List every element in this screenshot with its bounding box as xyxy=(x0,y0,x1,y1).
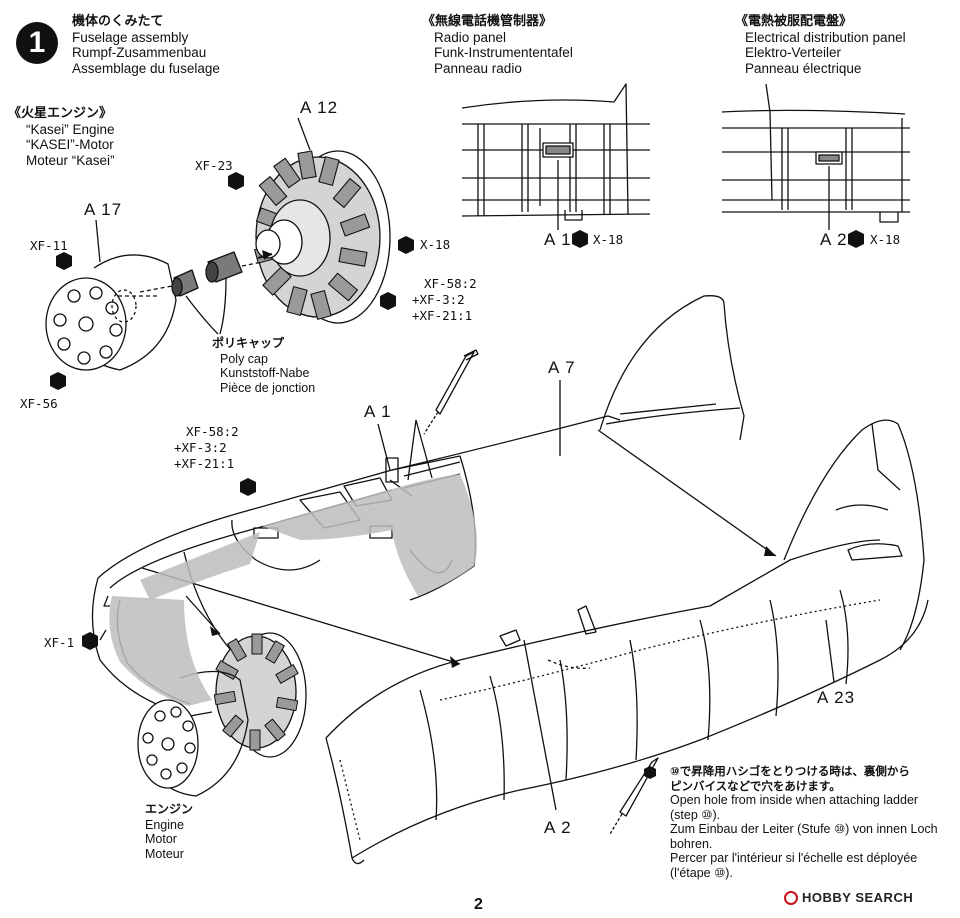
electrical-panel-fr: Panneau électrique xyxy=(745,60,862,76)
part-a17-label: A 17 xyxy=(84,200,123,219)
ladder-note-en1: Open hole from inside when attaching lad… xyxy=(670,793,919,807)
engine-bottom-fr: Moteur xyxy=(145,846,184,861)
ladder-note-jp2: ピンバイスなどで穴をあけます。 xyxy=(670,778,841,793)
step-title-block: 機体のくみたて Fuselage assembly Rumpf-Zusammen… xyxy=(72,14,220,76)
assembly-arrow-1 xyxy=(141,567,461,665)
electrical-panel-paint: X-18 xyxy=(870,232,901,247)
polycap-caption: ポリキャップ Poly cap Kunststoff-Nabe Pièce de… xyxy=(212,336,315,395)
step-title-jp: 機体のくみたて xyxy=(72,14,164,29)
engine-bottom-drawing xyxy=(213,632,307,758)
watermark-text: HOBBY SEARCH xyxy=(802,890,914,905)
assembly-arrow-3 xyxy=(185,595,221,635)
electrical-panel-drawing xyxy=(721,83,910,223)
radio-panel-de: Funk-Instrumententafel xyxy=(434,45,573,60)
radio-panel-fr: Panneau radio xyxy=(434,60,522,76)
engine-mix-line1: XF-58:2 xyxy=(424,276,477,291)
radio-panel-caption: 《無線電話機管制器》 Radio panel Funk-Instrumenten… xyxy=(422,14,573,76)
cowling-a17-drawing xyxy=(45,254,177,371)
ladder-note-fr2: (l'étape ⑩). xyxy=(670,865,733,880)
a2-leader xyxy=(523,639,557,811)
radio-panel-title-jp: 《無線電話機管制器》 xyxy=(422,14,553,29)
watermark-logo-icon xyxy=(784,890,798,905)
paint-xf11: XF-11 xyxy=(30,238,68,253)
electrical-panel-part-label: A 2 xyxy=(820,230,848,249)
cowling-bottom-drawing xyxy=(137,670,249,797)
paint-xf1: XF-1 xyxy=(44,635,75,650)
engine-mix-line2: +XF-3:2 xyxy=(412,292,465,307)
polycap-fr: Pièce de jonction xyxy=(220,380,316,395)
electrical-panel-de: Elektro-Verteiler xyxy=(745,45,842,60)
electrical-panel-en: Electrical distribution panel xyxy=(745,29,906,45)
ladder-note-fr1: Percer par l'intérieur si l'échelle est … xyxy=(670,851,918,865)
polycap-jp: ポリキャップ xyxy=(212,336,285,350)
part-a1-label: A 1 xyxy=(364,402,392,421)
engine-title-fr: Moteur “Kasei” xyxy=(26,152,115,168)
ladder-note-de2: bohren. xyxy=(670,836,713,851)
engine-title-jp: 《火星エンジン》 xyxy=(8,106,113,121)
step-number: 1 xyxy=(28,26,46,59)
page-number: 2 xyxy=(474,896,483,913)
a23-leader xyxy=(825,619,835,683)
watermark: HOBBY SEARCH xyxy=(780,888,918,907)
part-a23-label: A 23 xyxy=(817,688,856,707)
paint-xf23: XF-23 xyxy=(195,158,233,173)
engine-mix-recipe: XF-58:2 +XF-3:2 +XF-21:1 xyxy=(412,276,477,324)
a17-leader xyxy=(95,219,101,263)
a12-leader xyxy=(297,117,311,151)
paint-x18-engine: X-18 xyxy=(420,237,451,252)
paint-markers xyxy=(50,172,864,779)
polycap-en: Poly cap xyxy=(220,351,268,366)
drill-bit-upper xyxy=(423,349,479,435)
ladder-note-jp1: ⑩で昇降用ハシゴをとりつける時は、裏側から xyxy=(670,764,910,778)
a1-leader xyxy=(377,423,391,471)
ladder-note-en2: (step ⑩). xyxy=(670,807,721,822)
step-title-fr: Assemblage du fuselage xyxy=(72,60,220,76)
polycap-drawing xyxy=(171,251,243,297)
step-title-de: Rumpf-Zusammenbau xyxy=(72,45,207,60)
assembly-arrow-2 xyxy=(597,429,777,557)
rudder-a7-drawing xyxy=(599,295,745,441)
engine-title-en: “Kasei” Engine xyxy=(26,121,115,137)
part-a7-label: A 7 xyxy=(548,358,576,377)
ladder-note-de1: Zum Einbau der Leiter (Stufe ⑩) von inne… xyxy=(670,822,938,836)
fuselage-mix-line3: +XF-21:1 xyxy=(174,456,235,471)
fuselage-mix-line2: +XF-3:2 xyxy=(174,440,227,455)
electrical-panel-caption: 《電熱被服配電盤》 Electrical distribution panel … xyxy=(735,14,906,76)
engine-bottom-de: Motor xyxy=(145,832,177,846)
engine-caption: 《火星エンジン》 “Kasei” Engine “KASEI”-Motor Mo… xyxy=(8,106,115,168)
engine-bottom-jp: エンジン xyxy=(145,802,194,816)
electrical-panel-title-jp: 《電熱被服配電盤》 xyxy=(735,14,853,29)
radio-panel-paint: X-18 xyxy=(593,232,624,247)
ladder-note: ⑩で昇降用ハシゴをとりつける時は、裏側から ピンバイスなどで穴をあけます。 Op… xyxy=(670,764,938,880)
engine-a12-drawing xyxy=(254,150,391,324)
part-a12-label: A 12 xyxy=(300,98,339,117)
fuselage-mix-recipe: XF-58:2 +XF-3:2 +XF-21:1 xyxy=(174,424,239,472)
fuselage-right-half xyxy=(325,539,929,865)
engine-bottom-en: Engine xyxy=(145,817,184,832)
fuselage-mix-line1: XF-58:2 xyxy=(186,424,239,439)
radio-panel-part-label: A 1 xyxy=(544,230,572,249)
step-number-badge: 1 xyxy=(16,22,58,64)
radio-panel-en: Radio panel xyxy=(434,29,507,45)
polycap-de: Kunststoff-Nabe xyxy=(220,366,310,380)
engine-bottom-caption: エンジン Engine Motor Moteur xyxy=(145,802,193,861)
engine-title-de: “KASEI”-Motor xyxy=(26,137,114,152)
tail-fin-drawing xyxy=(783,419,925,651)
radio-panel-drawing xyxy=(461,83,651,221)
engine-mix-line3: +XF-21:1 xyxy=(412,308,473,323)
part-a2-label: A 2 xyxy=(544,818,572,837)
paint-xf56: XF-56 xyxy=(20,396,58,411)
step-title-en: Fuselage assembly xyxy=(72,29,189,45)
